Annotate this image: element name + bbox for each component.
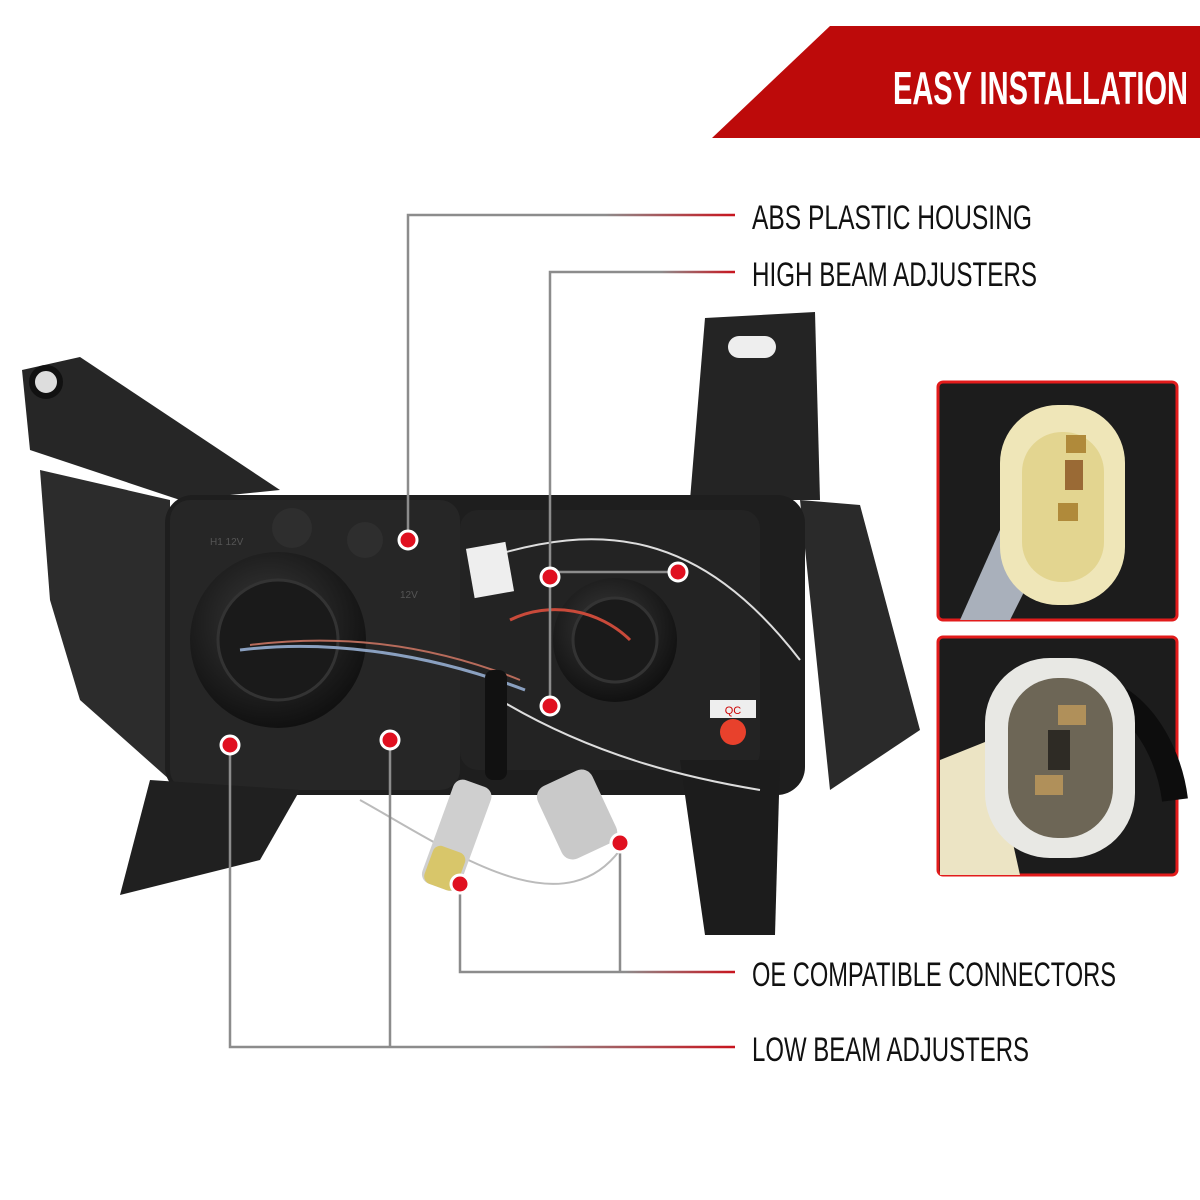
label-high-beam-adjusters: HIGH BEAM ADJUSTERS (752, 256, 1037, 294)
banner-title: EASY INSTALLATION (893, 62, 1188, 114)
marker-high-beam-2 (667, 561, 689, 583)
inset-connector-gray (936, 635, 1188, 877)
qc-sticker: QC (725, 705, 742, 717)
label-low-beam-adjusters: LOW BEAM ADJUSTERS (752, 1031, 1029, 1069)
label-oe-compatible-connectors: OE COMPATIBLE CONNECTORS (752, 956, 1116, 994)
marker-abs-housing (397, 529, 419, 551)
marker-high-beam-3 (539, 695, 561, 717)
label-abs-plastic-housing: ABS PLASTIC HOUSING (752, 199, 1032, 237)
marker-high-beam-1 (539, 566, 561, 588)
bulb-marking-left: H1 12V (210, 537, 244, 548)
marker-low-beam-1 (219, 734, 241, 756)
marker-connector-2 (609, 832, 631, 854)
leader-lines (228, 213, 735, 1049)
marker-low-beam-2 (379, 729, 401, 751)
marker-connector-1 (449, 873, 471, 895)
easy-installation-banner: EASY INSTALLATION (712, 26, 1200, 138)
inset-connector-yellow (936, 380, 1179, 622)
callout-markers (219, 529, 689, 895)
bulb-marking-right: 12V (400, 590, 418, 601)
headlight-image: QC H1 12V 12V (22, 312, 920, 935)
